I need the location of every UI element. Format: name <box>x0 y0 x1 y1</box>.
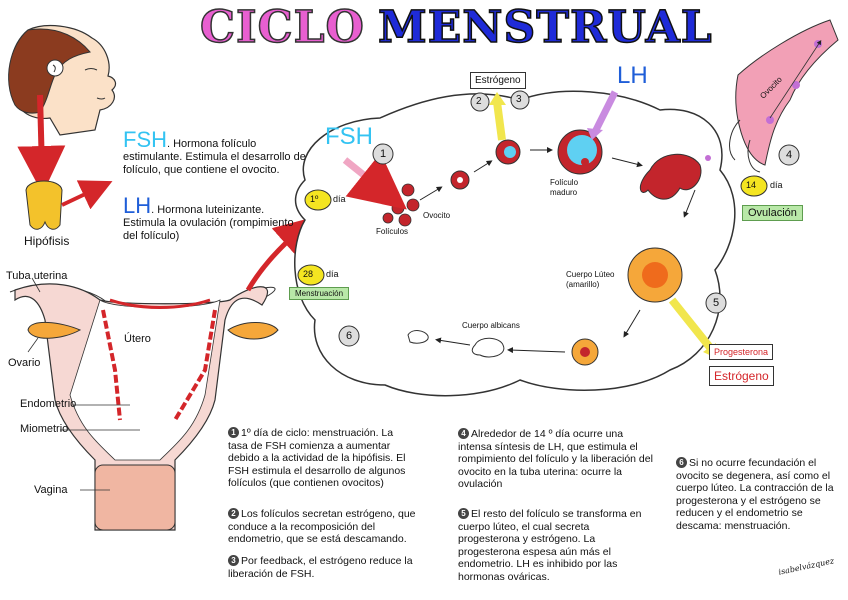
step-6-marker: 6 <box>346 330 353 342</box>
label-ovocito: Ovocito <box>423 211 451 220</box>
day-1-word: día <box>333 194 346 204</box>
paragraph-6-text: Si no ocurre fecundación el ovocito se d… <box>676 457 834 532</box>
label-ovulacion: Ovulación <box>742 205 803 221</box>
vagina-shape <box>94 464 176 531</box>
ovary-right <box>227 322 279 340</box>
follicle-ruptured <box>639 153 702 200</box>
day-14-word: día <box>770 180 783 190</box>
day-28-number: 28 <box>303 269 314 279</box>
corpus-albicans <box>471 337 505 358</box>
fsh-abbr: FSH <box>123 127 167 152</box>
lh-abbr: LH <box>123 193 152 218</box>
arrow-utero-to-cycle <box>245 216 316 292</box>
label-cuerpo-luteo: Cuerpo Lúteo (amarillo) <box>566 270 615 289</box>
label-ovario: Ovario <box>8 357 41 369</box>
paragraph-3-text: Por feedback, el estrógeno reduce la lib… <box>228 555 413 580</box>
paragraph-4-text: Alrededor de 14 º día ocurre una intensa… <box>458 428 653 491</box>
head-illustration <box>8 25 117 136</box>
day-14-badge <box>740 175 768 197</box>
arrow-progesterona <box>668 297 716 353</box>
fsh-description: FSH. Hormona folículo estimulante. Estim… <box>123 129 308 177</box>
label-miometrio: Miometrio <box>20 423 69 435</box>
uterus-illustration <box>9 283 279 531</box>
page-title: CICLO MENSTRUAL <box>0 1 848 54</box>
lh-description: LH. Hormona luteinizante. Estimula la ov… <box>123 195 308 243</box>
day-28-badge <box>297 264 325 286</box>
paragraph-3-number: 3 <box>228 555 239 566</box>
label-endometrio: Endometrio <box>20 398 77 410</box>
label-fsh-big: FSH <box>325 123 373 150</box>
paragraph-2-number: 2 <box>228 508 239 519</box>
arrow-hipofisis-out <box>61 180 113 210</box>
label-lh-big: LH <box>617 62 648 89</box>
corpus-albicans-small <box>407 330 429 344</box>
day-28-word: día <box>326 269 339 279</box>
day-14-number: 14 <box>746 180 757 190</box>
day-1-number: 1º <box>310 194 319 204</box>
label-estrogeno-top: Estrógeno <box>470 72 526 89</box>
arrow-fsh <box>342 152 407 210</box>
arrow-lh <box>591 90 619 134</box>
arrow-estrogeno-up <box>493 101 506 141</box>
hipofisis-gland <box>25 180 63 230</box>
paragraph-6-number: 6 <box>676 457 687 468</box>
label-menstruacion: Menstruación <box>289 287 350 300</box>
step-5-marker: 5 <box>713 297 720 309</box>
label-foliculos: Folículos <box>376 227 409 236</box>
paragraph-5-text: El resto del folículo se transforma en c… <box>458 508 642 583</box>
step-2-marker: 2 <box>476 96 482 107</box>
paragraph-4-number: 4 <box>458 428 469 439</box>
label-hipofisis: Hipófisis <box>24 234 70 248</box>
step-3-marker: 3 <box>516 94 522 105</box>
paragraph-1-number: 1 <box>228 427 239 438</box>
step-1-marker: 1 <box>380 148 387 160</box>
label-progesterona: Progesterona <box>709 344 774 360</box>
paragraph-2-text: Los folículos secretan estrógeno, que co… <box>228 508 416 546</box>
paragraph-1-text: 1º día de ciclo: menstruación. La tasa d… <box>228 427 406 490</box>
day-1-badge <box>304 189 332 211</box>
label-cuerpo-albicans: Cuerpo albicans <box>462 321 520 330</box>
label-foliculo-maduro: Folículo maduro <box>550 178 579 197</box>
label-tuba-uterina: Tuba uterina <box>6 270 68 282</box>
label-estrogeno-bottom: Estrógeno <box>709 366 774 386</box>
arrow-head-to-hipofisis <box>17 94 66 194</box>
lh-desc-text: . Hormona luteinizante. Estimula la ovul… <box>123 204 294 242</box>
label-vagina: Vagina <box>34 484 68 496</box>
title-word-menstrual: MENSTRUAL <box>377 1 713 54</box>
ovary-left <box>27 321 82 339</box>
title-word-ciclo: CICLO <box>199 1 365 54</box>
paragraph-5-number: 5 <box>458 508 469 519</box>
label-utero: Útero <box>124 333 151 345</box>
fsh-desc-text: . Hormona folículo estimulante. Estimula… <box>123 138 306 176</box>
step-4-marker: 4 <box>786 149 793 161</box>
